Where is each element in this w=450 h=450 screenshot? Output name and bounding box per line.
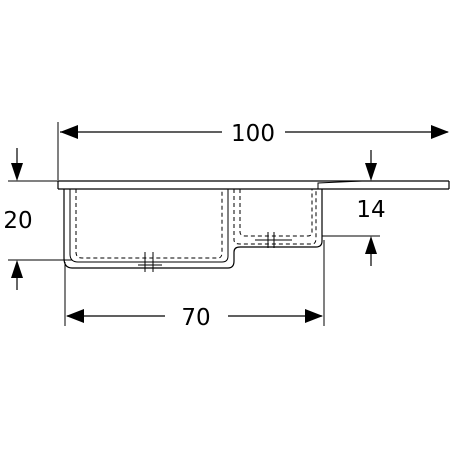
dimension-bowl-width: 70 (64, 240, 325, 331)
dimension-overall-width: 100 (57, 121, 449, 180)
drain-outlet-drainer (255, 232, 292, 248)
dimension-label-100: 100 (231, 121, 275, 147)
arrow-down-icon (365, 163, 377, 181)
dimension-label-14: 14 (356, 197, 385, 223)
dimension-depth: 20 (3, 148, 72, 290)
arrow-up-icon (11, 260, 23, 278)
dimension-label-70: 70 (181, 305, 210, 331)
dimension-drainer-depth: 14 (322, 150, 386, 266)
sink-profile (57, 180, 450, 272)
drain-outlet-main (128, 252, 178, 272)
arrow-left-icon (66, 309, 84, 323)
arrow-left-icon (60, 125, 78, 139)
arrow-right-icon (305, 309, 323, 323)
arrow-down-icon (11, 163, 23, 181)
dimension-label-20: 20 (3, 208, 32, 234)
arrow-right-icon (431, 125, 449, 139)
arrow-up-icon (365, 236, 377, 254)
